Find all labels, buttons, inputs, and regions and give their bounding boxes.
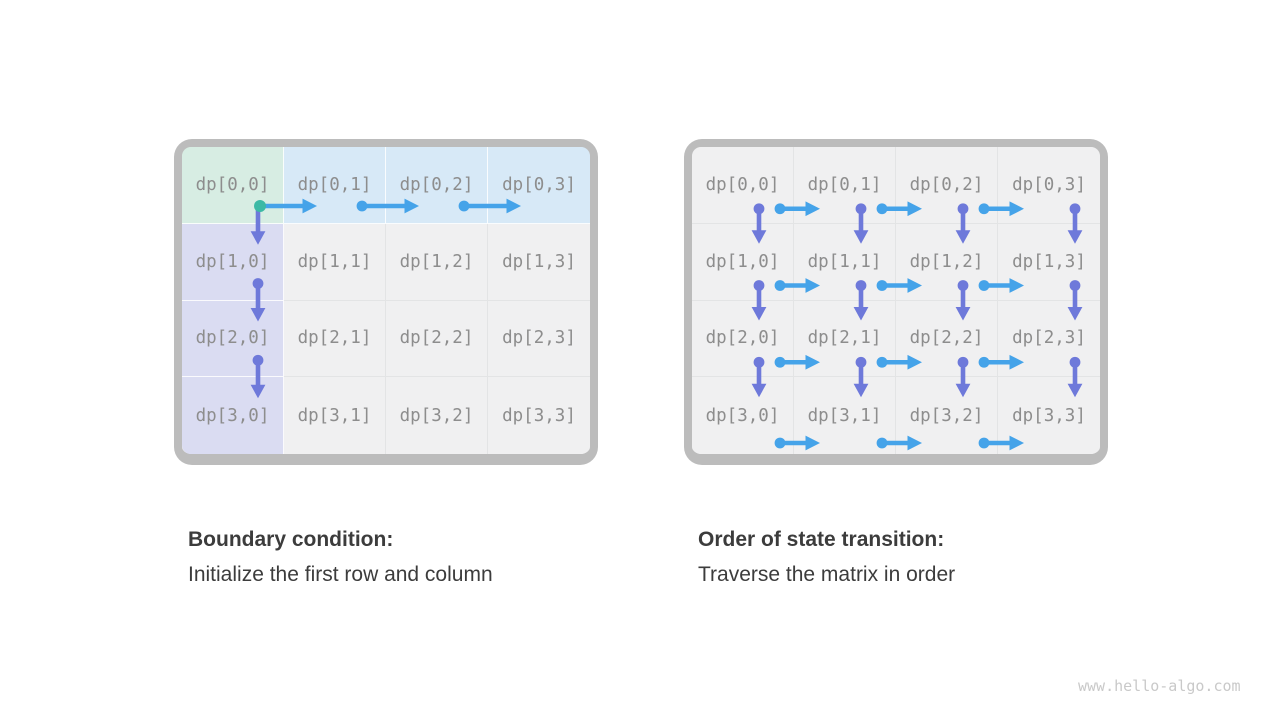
cell-label: dp[2,0]: [195, 328, 270, 349]
grid-cell: dp[0,3]: [998, 147, 1100, 224]
grid-cell: dp[1,0]: [182, 223, 284, 301]
cell-label: dp[0,1]: [807, 174, 882, 195]
cell-label: dp[0,1]: [297, 174, 372, 195]
grid-cell: dp[0,1]: [794, 147, 896, 224]
cell-label: dp[3,0]: [705, 405, 780, 426]
cell-label: dp[3,1]: [807, 405, 882, 426]
cell-label: dp[3,3]: [1012, 405, 1086, 426]
cell-label: dp[2,0]: [705, 328, 780, 349]
cell-layer: dp[0,0] dp[0,1] dp[0,2] dp[0,3] dp[1,0] dp[1,…: [182, 147, 590, 454]
grid-cell: dp[3,0]: [692, 377, 794, 454]
grid-cell: dp[1,2]: [896, 223, 998, 301]
grid-cell: dp[0,2]: [896, 147, 998, 224]
cell-label: dp[0,3]: [1012, 174, 1086, 195]
grid-cell: dp[3,3]: [998, 377, 1100, 454]
cell-label: dp[2,3]: [1012, 328, 1086, 349]
cell-label: dp[1,1]: [807, 251, 882, 272]
grid-cell: dp[3,2]: [386, 377, 488, 454]
grid-cell: dp[2,2]: [386, 300, 488, 378]
cell-label: dp[1,3]: [1012, 251, 1086, 272]
cell-label: dp[2,3]: [502, 328, 576, 349]
cell-label: dp[1,1]: [297, 251, 372, 272]
watermark: www.hello-algo.com: [1078, 677, 1241, 695]
cell-label: dp[0,2]: [909, 174, 984, 195]
grid-cell: dp[1,1]: [794, 223, 896, 301]
grid-cell: dp[0,2]: [386, 147, 488, 224]
grid-cell: dp[3,0]: [182, 377, 284, 454]
cell-label: dp[0,0]: [705, 174, 780, 195]
cell-label: dp[3,2]: [399, 405, 474, 426]
cell-label: dp[0,3]: [502, 174, 576, 195]
caption-subtitle: Initialize the first row and column: [188, 563, 493, 586]
grid-cell: dp[1,1]: [284, 223, 386, 301]
caption-title: Order of state transition:: [698, 528, 945, 551]
cell-layer: dp[0,0] dp[0,1] dp[0,2] dp[0,3] dp[1,0] dp[1,…: [692, 147, 1100, 454]
cell-label: dp[3,0]: [195, 405, 270, 426]
cell-label: dp[3,3]: [502, 405, 576, 426]
dp-grid-boundary: dp[0,0] dp[0,1] dp[0,2] dp[0,3] dp[1,0] dp[1,…: [174, 139, 598, 465]
cell-label: dp[1,0]: [705, 251, 780, 272]
cell-label: dp[3,1]: [297, 405, 372, 426]
grid-cell: dp[3,1]: [284, 377, 386, 454]
cell-label: dp[1,0]: [195, 251, 270, 272]
grid-cell: dp[2,1]: [284, 300, 386, 378]
grid-cell: dp[2,1]: [794, 300, 896, 378]
grid-cell: dp[0,0]: [692, 147, 794, 224]
left-caption: Boundary condition: Initialize the first…: [188, 522, 493, 592]
grid-cell: dp[1,3]: [488, 223, 590, 301]
grid-cell: dp[1,2]: [386, 223, 488, 301]
cell-label: dp[2,2]: [399, 328, 474, 349]
grid-cell: dp[2,2]: [896, 300, 998, 378]
grid-cell: dp[1,3]: [998, 223, 1100, 301]
cell-label: dp[1,3]: [502, 251, 576, 272]
grid-cell: dp[3,3]: [488, 377, 590, 454]
cell-label: dp[0,0]: [195, 174, 270, 195]
cell-label: dp[1,2]: [909, 251, 984, 272]
right-caption: Order of state transition: Traverse the …: [698, 522, 955, 592]
grid-cell: dp[2,0]: [692, 300, 794, 378]
grid-cell: dp[2,3]: [998, 300, 1100, 378]
cell-label: dp[2,2]: [909, 328, 984, 349]
grid-cell: dp[1,0]: [692, 223, 794, 301]
grid-cell: dp[2,3]: [488, 300, 590, 378]
cell-label: dp[2,1]: [807, 328, 882, 349]
cell-label: dp[1,2]: [399, 251, 474, 272]
grid-cell: dp[0,0]: [182, 147, 284, 224]
grid-cell: dp[0,3]: [488, 147, 590, 224]
dp-grid-transition-order: dp[0,0] dp[0,1] dp[0,2] dp[0,3] dp[1,0] dp[1,…: [684, 139, 1108, 465]
cell-label: dp[3,2]: [909, 405, 984, 426]
caption-subtitle: Traverse the matrix in order: [698, 563, 956, 586]
grid-cell: dp[2,0]: [182, 300, 284, 378]
grid-cell: dp[0,1]: [284, 147, 386, 224]
cell-label: dp[0,2]: [399, 174, 474, 195]
cell-label: dp[2,1]: [297, 328, 372, 349]
grid-cell: dp[3,1]: [794, 377, 896, 454]
caption-title: Boundary condition:: [188, 528, 394, 551]
grid-cell: dp[3,2]: [896, 377, 998, 454]
